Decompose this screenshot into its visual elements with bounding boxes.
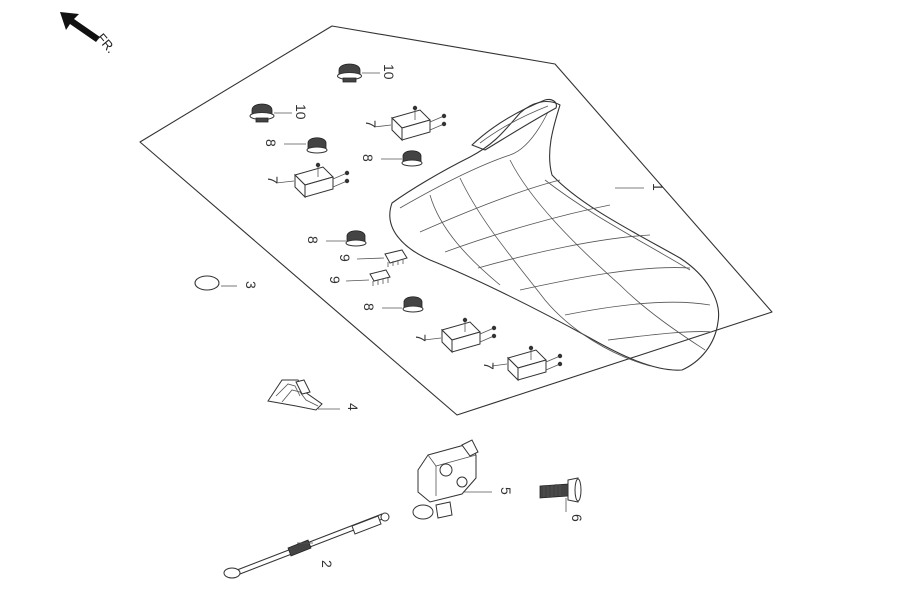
front-label: FR. [94,30,119,56]
rubber-damper-10-left [249,103,275,123]
arrow-forward-icon [60,12,100,42]
callout-3: 3 [243,281,259,289]
callout-8-c: 8 [305,236,321,244]
clip-9-a [384,249,408,267]
callout-6: 6 [569,514,585,522]
front-direction-indicator: FR. [60,12,119,56]
bracket-7-a [391,105,447,142]
bracket-7-d [507,345,563,382]
callout-7-d: 7 [481,362,497,370]
bolt-6 [539,477,582,503]
seat-lock-5 [412,439,479,520]
release-cable-2 [223,512,390,579]
callout-7-c: 7 [413,334,429,342]
grommet-8-a [306,137,328,154]
callout-9-b: 9 [327,276,343,284]
callout-8-a: 8 [263,139,279,147]
callout-10-a: 10 [381,64,397,80]
grommet-8-c [345,230,367,247]
callout-5: 5 [498,487,514,495]
rubber-damper-10-top [337,63,362,83]
grommet-8-d [402,296,424,313]
leader-lines [221,72,644,544]
callout-2: 2 [319,560,335,568]
callout-labels: 1 2 3 4 5 6 7 7 7 7 8 8 8 8 9 9 10 10 [243,64,666,568]
callout-10-b: 10 [293,104,309,120]
bracket-7-c [441,317,497,354]
callout-8-b: 8 [360,154,376,162]
clip-9-b [369,269,391,286]
grommet-8-b [401,150,423,167]
bracket-7-b [294,162,350,199]
callout-7-a: 7 [363,120,379,128]
o-ring-3 [194,275,220,291]
callout-4: 4 [345,403,361,411]
seat-assembly [389,98,720,371]
assembly-boundary [139,25,773,416]
latch-hook-4 [267,379,323,411]
callout-1: 1 [650,183,666,191]
callout-9-a: 9 [337,254,353,262]
callout-7-b: 7 [265,176,281,184]
callout-8-d: 8 [361,303,377,311]
